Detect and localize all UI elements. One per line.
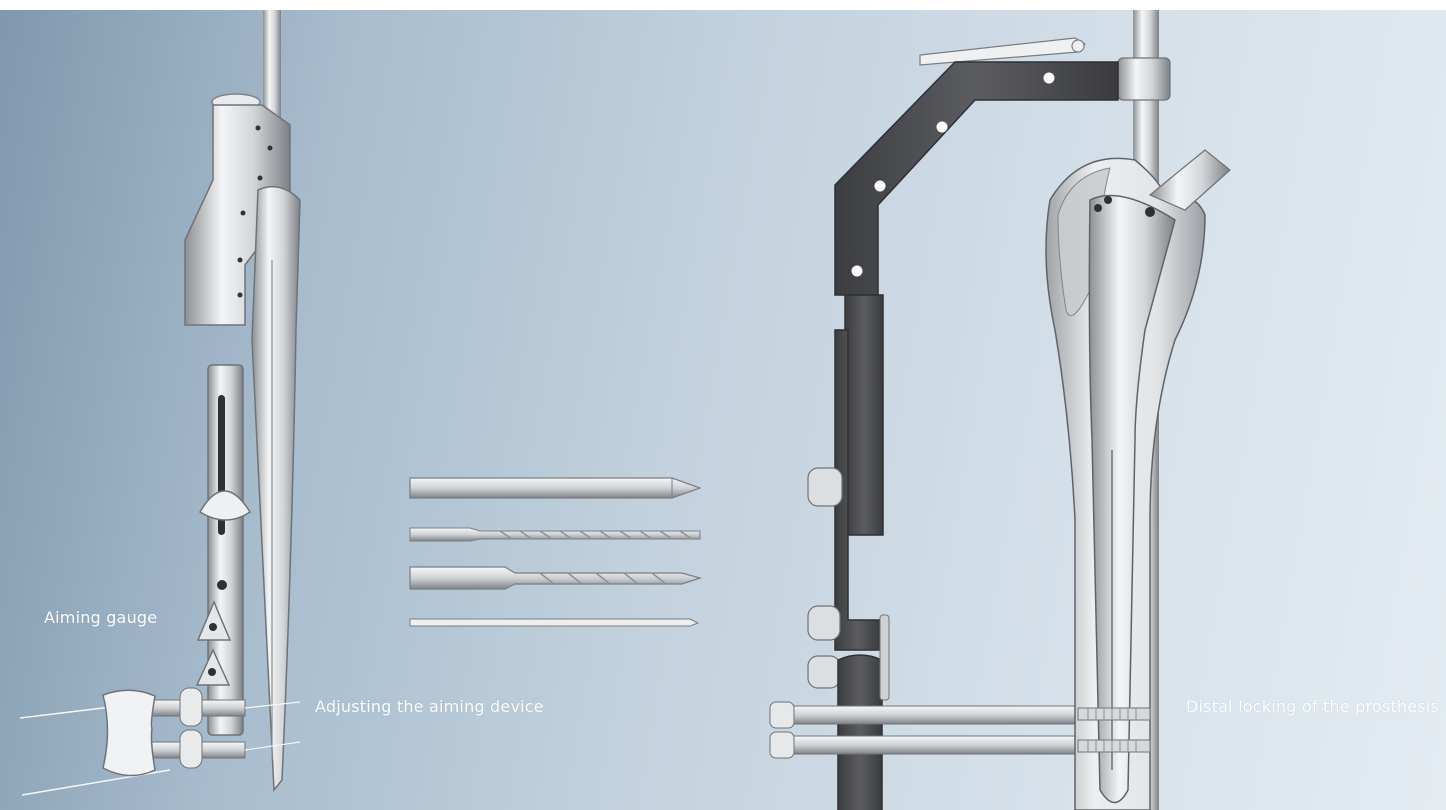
caption-adjusting-aiming-device: Adjusting the aiming device	[315, 697, 544, 716]
top-white-strip	[0, 0, 1446, 10]
caption-distal-locking: Distal locking of the prosthesis	[1186, 697, 1439, 716]
aiming-gauge-device	[19, 10, 301, 796]
caption-aiming-gauge: Aiming gauge	[44, 608, 158, 627]
distal-locking-device	[769, 10, 1231, 810]
drill-set	[409, 477, 703, 627]
